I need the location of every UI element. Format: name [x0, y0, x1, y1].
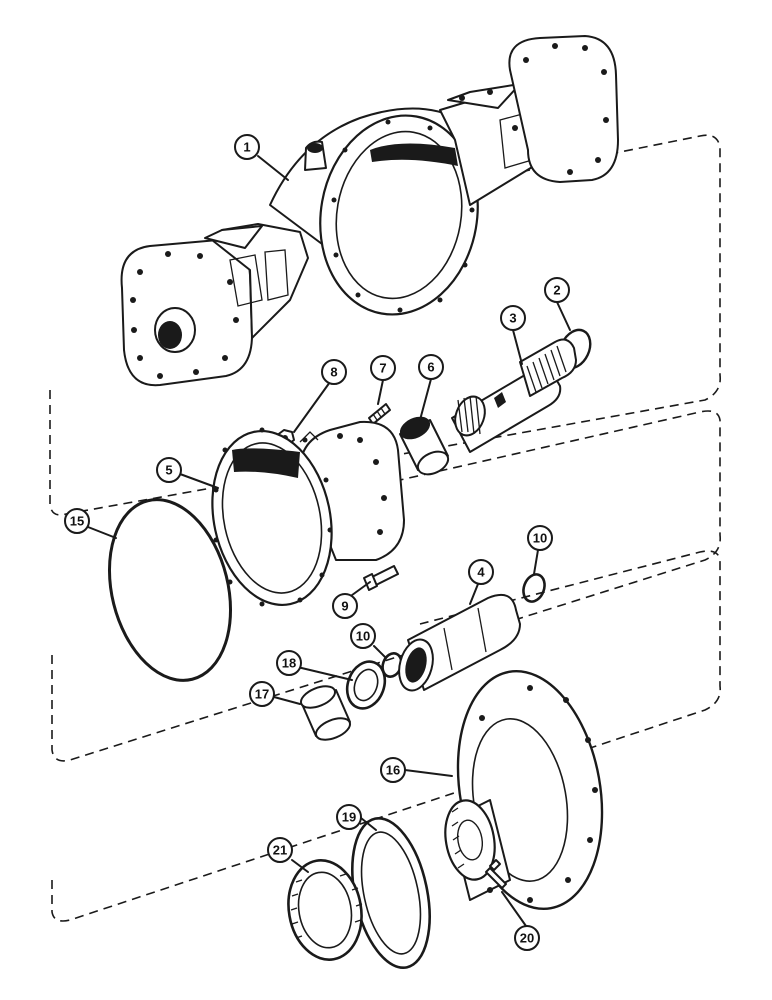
svg-text:18: 18 [282, 656, 296, 671]
o-ring-large [107, 498, 233, 682]
svg-text:5: 5 [165, 463, 172, 478]
callout-9: 9 [332, 593, 358, 619]
callout-2: 2 [544, 277, 570, 303]
callout-5: 5 [156, 457, 182, 483]
snap-ring-upper [522, 573, 546, 603]
svg-text:15: 15 [70, 514, 84, 529]
svg-text:3: 3 [509, 311, 516, 326]
wheel-flange [444, 669, 604, 911]
callout-10-upper: 10 [527, 525, 553, 551]
callout-16: 16 [380, 757, 406, 783]
stud [368, 403, 391, 425]
group-outline-flange [51, 550, 722, 922]
group-outline-hub [51, 410, 722, 762]
callout-7: 7 [370, 355, 396, 381]
svg-text:7: 7 [379, 361, 386, 376]
svg-text:8: 8 [330, 365, 337, 380]
svg-text:19: 19 [342, 810, 356, 825]
svg-text:6: 6 [427, 360, 434, 375]
svg-text:21: 21 [273, 843, 287, 858]
svg-text:4: 4 [477, 565, 485, 580]
bearing-cone [287, 859, 363, 961]
axle-housing [120, 35, 619, 387]
drive-shaft [451, 338, 577, 453]
callout-1: 1 [234, 134, 260, 160]
callout-10-lower: 10 [350, 623, 376, 649]
svg-text:9: 9 [341, 599, 348, 614]
bushing-lower [299, 685, 352, 741]
bearing-cup [351, 816, 431, 970]
svg-text:17: 17 [255, 687, 269, 702]
callout-18: 18 [276, 650, 302, 676]
callout-8: 8 [321, 359, 347, 385]
bolt-hub [363, 565, 399, 591]
callout-15: 15 [64, 508, 90, 534]
spindle [398, 594, 521, 692]
svg-text:10: 10 [533, 531, 547, 546]
svg-text:16: 16 [386, 763, 400, 778]
callouts: 1 2 3 4 5 6 7 8 [64, 134, 570, 951]
svg-text:2: 2 [553, 283, 560, 298]
callout-21: 21 [267, 837, 293, 863]
callout-6: 6 [418, 354, 444, 380]
callout-17: 17 [249, 681, 275, 707]
callout-19: 19 [336, 804, 362, 830]
svg-text:20: 20 [520, 931, 534, 946]
callout-3: 3 [500, 305, 526, 331]
svg-text:10: 10 [356, 629, 370, 644]
hub-housing [211, 420, 405, 607]
svg-text:1: 1 [243, 140, 250, 155]
seal [345, 660, 387, 710]
leader-lines [87, 155, 571, 927]
group-outline-housing [49, 134, 722, 516]
wheel-bolt [485, 859, 507, 889]
callout-4: 4 [468, 559, 494, 585]
callout-20: 20 [514, 925, 540, 951]
bushing [399, 416, 450, 476]
